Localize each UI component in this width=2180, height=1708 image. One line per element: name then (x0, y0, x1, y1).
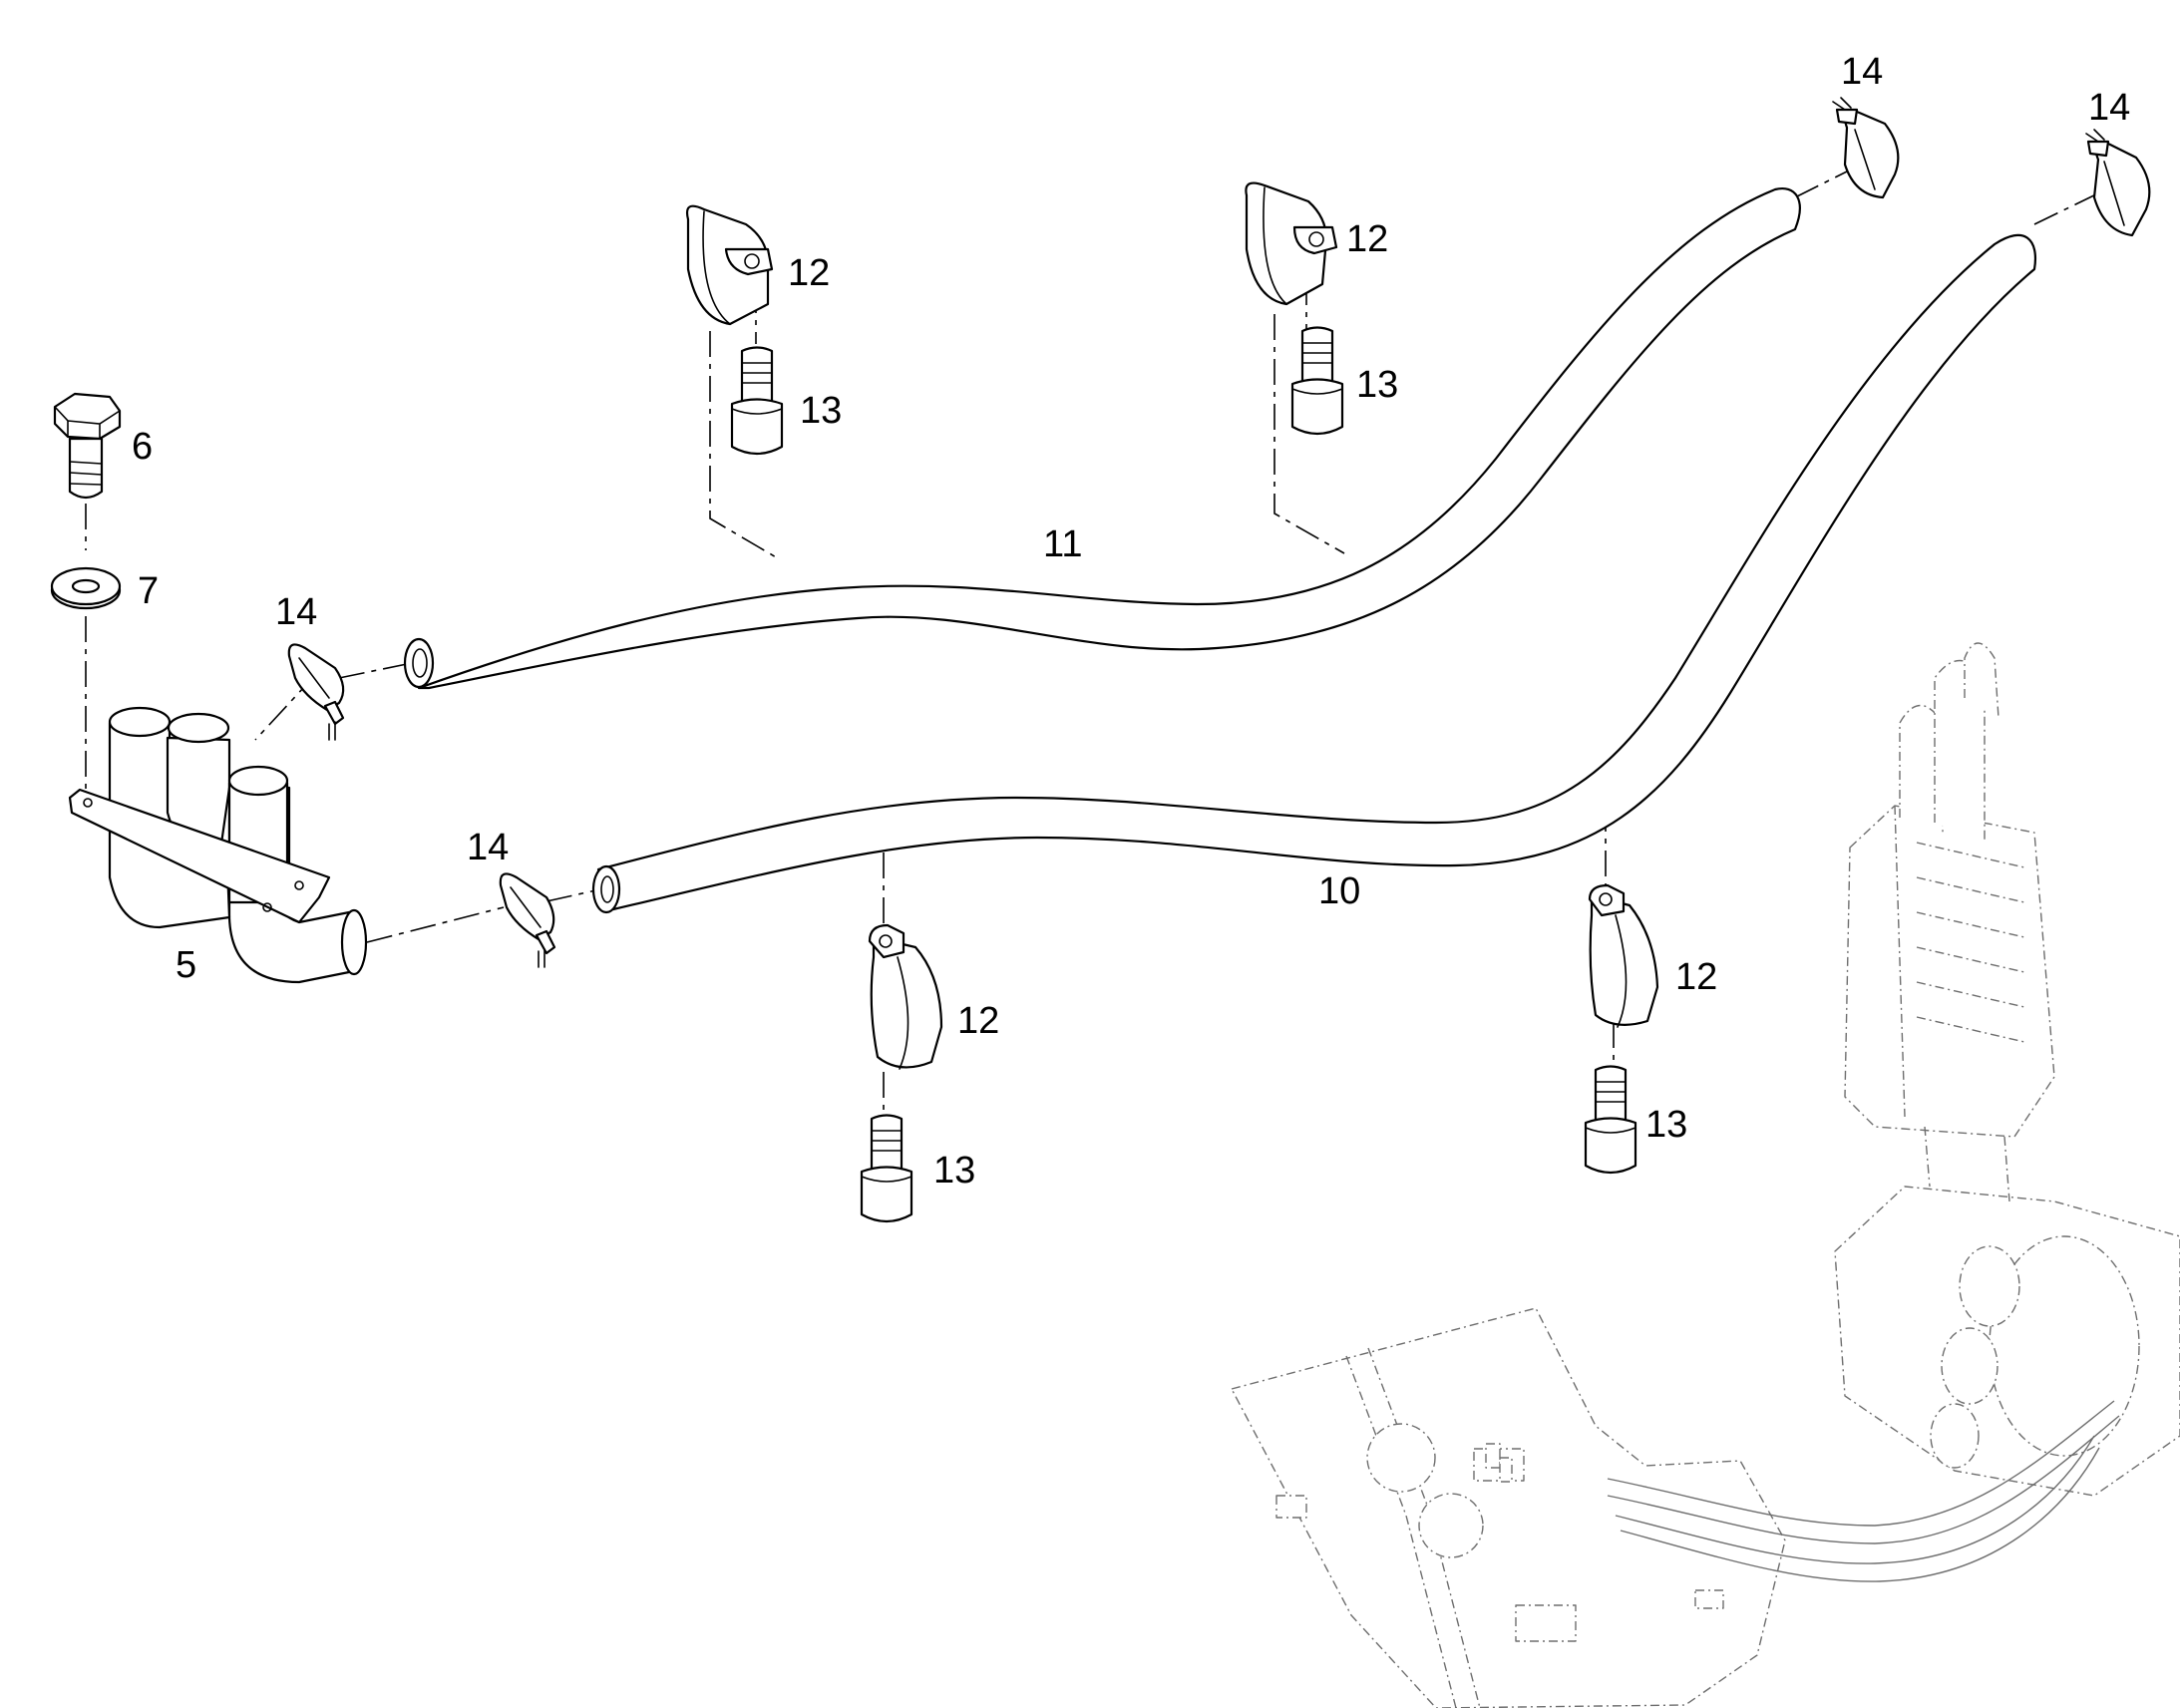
callout-12-lower-right: 12 (1675, 956, 1717, 998)
clamp-12-lower-right (1588, 883, 1659, 1028)
callout-13-lower-middle: 13 (933, 1150, 975, 1192)
callout-10: 10 (1318, 870, 1360, 912)
part-6-hex-bolt (53, 392, 122, 500)
callout-7: 7 (138, 570, 159, 612)
clamp-14-top-center (1832, 97, 1900, 199)
clamp-12-upper-left (686, 204, 774, 326)
assembly-leader-lines (85, 171, 2103, 1117)
callout-14-lower-left: 14 (467, 827, 509, 868)
clamp-14-upper-left (287, 643, 345, 741)
callout-13-upper-right: 13 (1356, 364, 1398, 406)
ghost-engine-assembly (1231, 642, 2180, 1708)
clamp-12-lower-middle (868, 923, 943, 1070)
hose-10 (591, 233, 2037, 914)
part-7-washer (50, 566, 122, 610)
callout-13-lower-right: 13 (1645, 1104, 1687, 1146)
callout-12-upper-left: 12 (788, 252, 830, 294)
callout-14-top-center: 14 (1841, 51, 1883, 93)
callout-6: 6 (132, 426, 153, 468)
callout-13-upper-left: 13 (800, 390, 842, 432)
screw-13-upper-left (730, 346, 784, 456)
screw-13-lower-right (1584, 1065, 1637, 1175)
clamp-12-upper-right (1245, 181, 1338, 306)
callout-12-upper-right: 12 (1346, 218, 1388, 260)
screw-13-upper-right (1290, 326, 1344, 436)
clamp-14-top-right (2085, 129, 2151, 237)
callout-12-lower-middle: 12 (957, 1000, 999, 1042)
screw-13-lower-middle (860, 1114, 913, 1223)
clamp-14-lower-left (499, 872, 556, 968)
callout-11: 11 (1043, 523, 1082, 565)
callout-labels: 5 6 7 14 14 14 14 11 10 12 12 12 12 13 1… (132, 51, 2130, 1192)
callout-5: 5 (176, 944, 196, 986)
callout-14-top-right: 14 (2088, 87, 2130, 129)
hose-11 (403, 186, 1801, 690)
callout-14-upper-left: 14 (275, 591, 317, 633)
part-5-pipe-assembly (68, 706, 368, 984)
